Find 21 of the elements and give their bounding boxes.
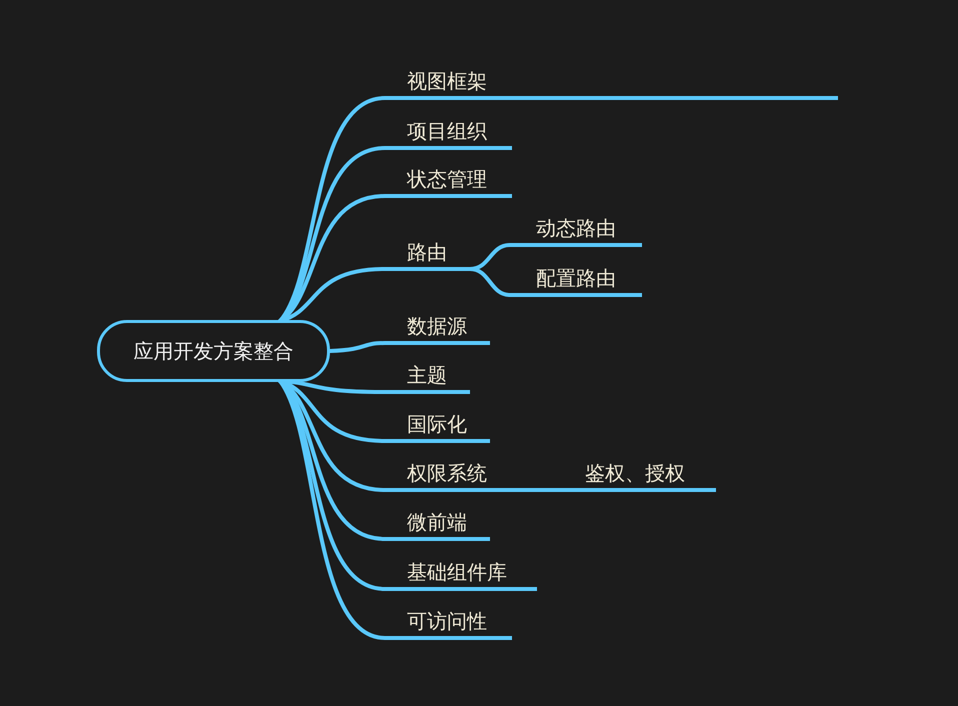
topic-label: 动态路由 [510, 213, 642, 247]
branch-line [468, 267, 512, 297]
topic-label: 可访问性 [385, 606, 512, 640]
topic-label: 项目组织 [385, 116, 512, 150]
topic-label: 数据源 [385, 311, 490, 345]
topic-label: 配置路由 [510, 263, 642, 297]
topic-label: 鉴权、授权 [517, 458, 716, 492]
topic-label: 状态管理 [385, 164, 512, 198]
topic-label: 主题 [385, 360, 470, 394]
branch-line [505, 96, 519, 100]
topic-label: 权限系统 [385, 458, 507, 492]
topic-label: 国际化 [385, 409, 490, 443]
branch-line [278, 379, 387, 640]
branch-line [278, 267, 387, 323]
topic-label: 路由 [385, 237, 470, 271]
topic-label: 视图框架 [385, 66, 507, 100]
topic-label: 微前端 [385, 507, 490, 541]
branch-line [505, 488, 519, 492]
topic-label: 基础组件库 [385, 557, 537, 591]
root-node: 应用开发方案整合 [97, 320, 330, 382]
branch-line [328, 341, 387, 353]
